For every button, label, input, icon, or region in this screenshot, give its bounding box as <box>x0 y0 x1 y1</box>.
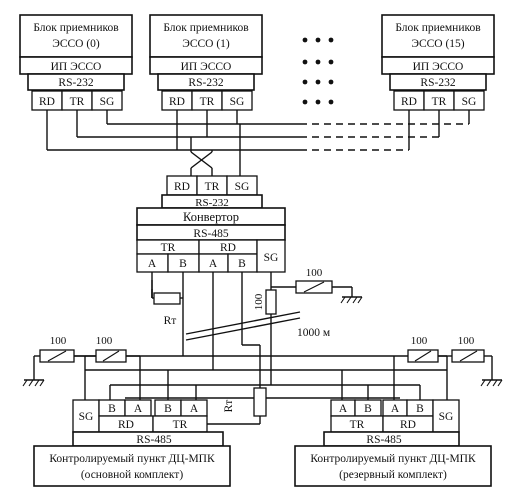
resistor-100-vertical-label: 100 <box>253 293 265 310</box>
point-reserve-pin-4-label: B <box>416 403 424 415</box>
pin-sg-label: SG <box>462 96 477 108</box>
controlled-point-main: SG B A B A RD TR RS-485 Контролируемый п… <box>33 399 231 487</box>
pin-rd-label: RD <box>39 96 55 108</box>
rs232-box <box>27 73 125 91</box>
conv-pin-a1-label: A <box>148 258 157 270</box>
lower-bus: 100 100 100 100 Rт <box>22 335 503 425</box>
termination-resistor-bottom-label: Rт <box>223 400 235 413</box>
point-main-title-box <box>33 445 231 487</box>
receiver-title-box <box>19 14 133 58</box>
ip-esso-label: ИП ЭССО <box>181 61 232 73</box>
pin-sg-label: SG <box>100 96 115 108</box>
conv-pin-b1-label: B <box>179 258 187 270</box>
receiver-title-line1: Блок приемников <box>395 22 481 34</box>
conv-rs232-label: RS-232 <box>195 197 229 209</box>
conv-rs485-label: RS-485 <box>193 228 228 240</box>
point-main-rs485-label: RS-485 <box>136 434 171 446</box>
rs232-label: RS-232 <box>188 77 223 89</box>
conv-pin-sg485 <box>256 239 286 273</box>
point-main-pin-3-label: B <box>164 403 172 415</box>
point-main-pin-4-label: A <box>190 403 199 415</box>
conv-pin-rd-label: RD <box>174 181 190 193</box>
pin-tr-label: TR <box>200 96 215 108</box>
conv-pin-tr-label: TR <box>205 181 220 193</box>
receiver-title-line2: ЭССО (0) <box>52 38 100 50</box>
point-main-title-line2: (основной комплект) <box>81 469 184 481</box>
receiver-title-box <box>149 14 263 58</box>
resistor-100-vertical <box>265 289 277 315</box>
pin-tr-label: TR <box>70 96 85 108</box>
pin-sg-label: SG <box>230 96 245 108</box>
receiver-title-box <box>381 14 495 58</box>
point-reserve-sg-label: SG <box>439 411 454 423</box>
pin-tr-label: TR <box>432 96 447 108</box>
termination-resistor-top <box>153 292 181 305</box>
ellipsis-dots <box>302 37 334 105</box>
ip-esso-label: ИП ЭССО <box>51 61 102 73</box>
conv-group-tr-label: TR <box>161 242 176 254</box>
receiver-block-15: Блок приемников ЭССО (15) ИП ЭССО RS-232… <box>381 14 495 111</box>
point-reserve-pin-1-label: A <box>339 403 348 415</box>
pin-rd-label: RD <box>401 96 417 108</box>
conv-group-rd-label: RD <box>220 242 236 254</box>
point-reserve-title-line2: (резервный комплект) <box>339 469 447 481</box>
ip-esso-label: ИП ЭССО <box>413 61 464 73</box>
rs232-bus-wiring <box>46 110 470 176</box>
point-main-pin-2-label: A <box>134 403 143 415</box>
point-reserve-rs485-label: RS-485 <box>366 434 401 446</box>
rs232-label: RS-232 <box>58 77 93 89</box>
rs232-label: RS-232 <box>420 77 455 89</box>
converter-name: Конвертор <box>183 210 239 224</box>
rs232-box <box>157 73 255 91</box>
termination-resistor-top-label: Rт <box>164 315 177 327</box>
resistor-100-left-1-label: 100 <box>50 335 67 347</box>
receiver-title-line1: Блок приемников <box>33 22 119 34</box>
point-main-group-right-label: TR <box>173 419 188 431</box>
conv-pin-b2-label: B <box>238 258 246 270</box>
resistor-100-left-2-label: 100 <box>96 335 113 347</box>
point-reserve-pin-3-label: A <box>391 403 400 415</box>
point-reserve-title-line1: Контролируемый пункт ДЦ-МПК <box>310 453 476 465</box>
receiver-block-0: Блок приемников ЭССО (0) ИП ЭССО RS-232 … <box>19 14 133 111</box>
rs232-box <box>389 73 487 91</box>
termination-resistor-bottom <box>253 387 267 417</box>
conv-pin-sg-label: SG <box>235 181 250 193</box>
receiver-title-line2: ЭССО (15) <box>411 38 464 50</box>
resistor-100-ground-label: 100 <box>306 267 323 279</box>
point-main-sg-label: SG <box>79 411 94 423</box>
receiver-title-line2: ЭССО (1) <box>182 38 230 50</box>
conv-pin-sg485-label: SG <box>264 252 279 264</box>
resistor-100-right-1-label: 100 <box>411 335 428 347</box>
pin-rd-label: RD <box>169 96 185 108</box>
point-reserve-pin-2-label: B <box>364 403 372 415</box>
receiver-block-1: Блок приемников ЭССО (1) ИП ЭССО RS-232 … <box>149 14 263 111</box>
point-reserve-group-left-label: TR <box>350 419 365 431</box>
distance-label: 1000 м <box>297 327 331 339</box>
resistor-100-right-2-label: 100 <box>458 335 475 347</box>
point-main-title-line1: Контролируемый пункт ДЦ-МПК <box>49 453 215 465</box>
converter-block: RD TR SG RS-232 Конвертор RS-485 TR RD A… <box>136 175 286 273</box>
point-reserve-group-right-label: RD <box>400 419 416 431</box>
controlled-point-reserve: A B A B TR RD SG RS-485 Контролируемый п… <box>294 399 492 487</box>
receiver-title-line1: Блок приемников <box>163 22 249 34</box>
rs485-trunk: Rт 100 100 1000 м <box>151 267 363 385</box>
point-main-pin-1-label: B <box>108 403 116 415</box>
point-main-group-left-label: RD <box>118 419 134 431</box>
point-reserve-title-box <box>294 445 492 487</box>
conv-pin-a2-label: A <box>209 258 218 270</box>
